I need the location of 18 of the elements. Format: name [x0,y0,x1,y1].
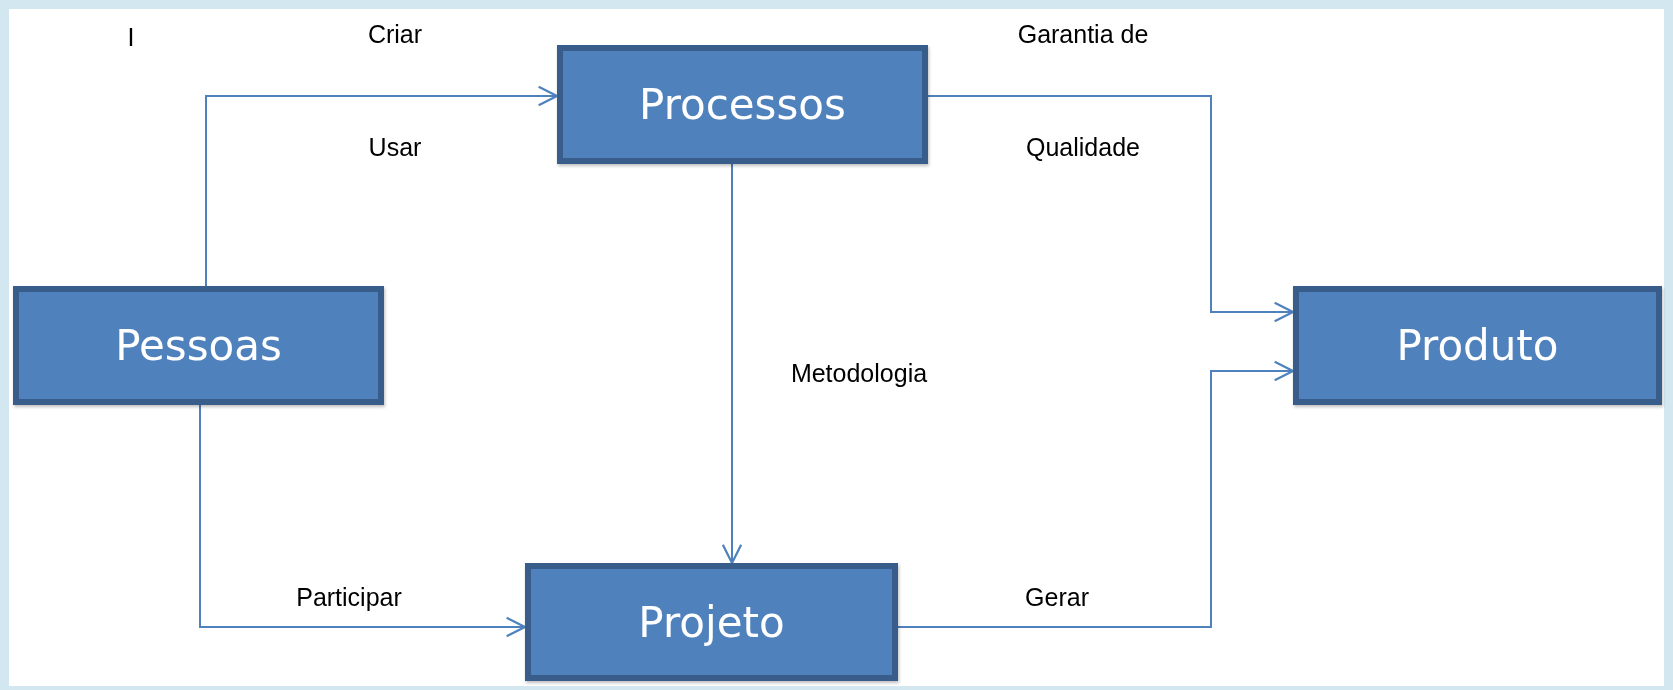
annotation-text: Garantia de [1016,19,1150,49]
connector-arrow [721,163,743,565]
annotation-text: Criar [366,19,424,49]
box-label: Processos [639,80,846,129]
process-box [13,286,384,405]
process-box [1293,286,1662,405]
box-label: Projeto [638,597,785,647]
box-label: Pessoas [115,321,282,370]
process-box [557,45,928,164]
box-label: Produto [1396,321,1559,370]
connector-arrow [897,360,1295,628]
connector-arrow [199,404,527,638]
annotation-text: I [126,22,136,52]
connector-arrow [205,85,559,287]
annotation-text: Qualidade [1025,132,1141,162]
connector-arrow [927,95,1295,323]
process-box [525,563,898,681]
annotation-text: Usar [367,132,423,162]
